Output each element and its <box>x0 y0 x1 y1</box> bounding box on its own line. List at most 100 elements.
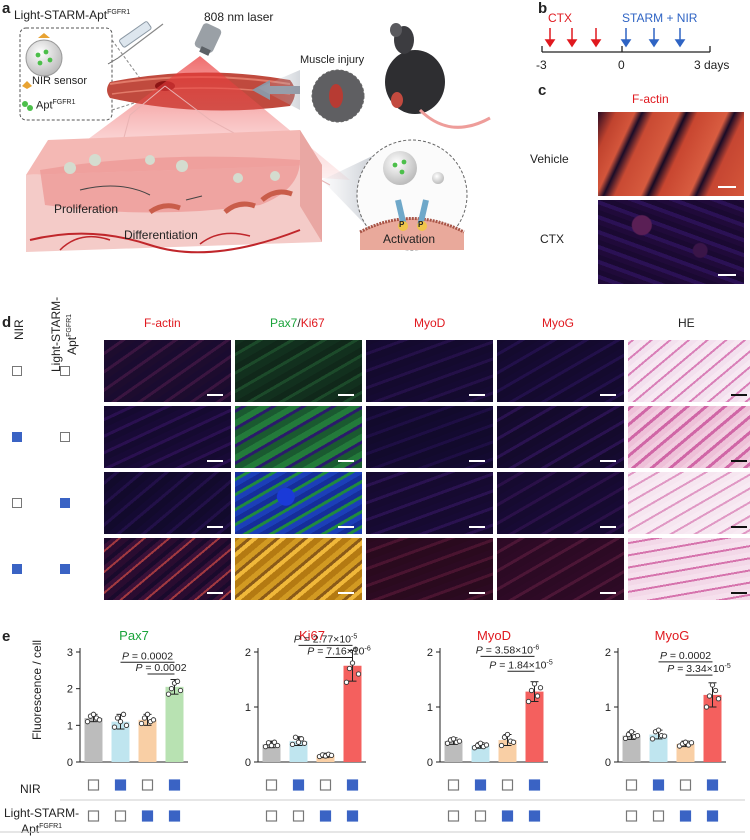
starm-checkbox <box>625 810 638 822</box>
p-value-label: P = 0.0002 <box>122 650 173 662</box>
legend-sensor-text: NIR sensor <box>32 75 88 87</box>
micrograph-myod-row-3 <box>366 472 493 534</box>
data-point <box>703 704 710 710</box>
bar <box>138 719 157 762</box>
starm-checkbox <box>114 810 127 822</box>
panel-c-stain: F-actin <box>632 92 669 106</box>
data-point <box>477 740 484 746</box>
data-point <box>298 736 305 742</box>
bar <box>703 694 722 762</box>
y-tick-label: 1 <box>245 702 251 714</box>
starm-checkbox <box>679 810 692 822</box>
nir-checkbox <box>528 779 541 791</box>
p-value-label: P = 0.0002 <box>660 650 711 662</box>
nir-checkbox <box>679 779 692 791</box>
starm-arrows <box>620 28 686 48</box>
p-value-label: P = 3.58×10-6 <box>476 644 540 656</box>
data-point <box>709 682 716 688</box>
starm-checkbox <box>292 810 305 822</box>
data-point <box>346 665 353 672</box>
bar <box>525 691 544 762</box>
nir-checkbox <box>265 779 278 791</box>
nir-checkbox <box>319 779 332 791</box>
micrograph-he-row-2 <box>628 406 750 468</box>
legend-apt-text: AptFGFR1 <box>36 99 76 112</box>
bar <box>622 735 641 762</box>
bar <box>343 665 362 762</box>
data-point <box>525 698 532 705</box>
scale-bar <box>600 394 616 396</box>
chart-title-4: MyoG <box>655 630 690 643</box>
data-point <box>628 729 635 735</box>
timeline <box>541 28 711 53</box>
micrograph-pax7-ki67-row-4 <box>235 538 362 600</box>
laser-device-icon <box>194 23 222 56</box>
micrograph-he-row-3 <box>628 472 750 534</box>
scale-bar <box>207 592 223 594</box>
starm-checkbox-row-1 <box>60 366 70 376</box>
data-point <box>456 738 463 744</box>
starm-checkbox <box>501 810 514 822</box>
nir-checkbox-row-1 <box>12 366 22 376</box>
data-point <box>634 732 641 739</box>
starm-checkbox <box>319 810 332 822</box>
data-point <box>531 681 538 687</box>
row-starm-label: Light-STARM- AptFGFR1 <box>49 296 79 372</box>
data-point <box>534 693 541 699</box>
y-tick-label: 2 <box>67 684 73 696</box>
data-point <box>498 742 505 749</box>
scale-bar <box>207 526 223 528</box>
scale-bar <box>600 592 616 594</box>
legend-box <box>19 27 113 121</box>
nir-checkbox-row-3 <box>12 498 22 508</box>
phospho-label-1: P <box>399 220 405 229</box>
nir-checkbox <box>292 779 305 791</box>
nir-checkbox <box>87 779 100 791</box>
bar <box>111 721 130 762</box>
mouse-icon <box>385 23 491 129</box>
p-value-label: P = 1.84×10-5 <box>489 659 553 671</box>
syringe-icon <box>107 21 164 65</box>
data-point <box>483 742 490 748</box>
scale-bar <box>338 460 354 462</box>
nir-checkbox <box>652 779 665 791</box>
micrograph-myog-row-2 <box>497 406 624 468</box>
data-point <box>90 711 97 717</box>
vehicle-factin-image <box>598 112 744 196</box>
data-point <box>165 691 172 697</box>
data-point <box>138 720 145 727</box>
nir-checkbox-row-2 <box>12 432 22 442</box>
micrograph-pax7-ki67-row-2 <box>235 406 362 468</box>
scale-bar <box>338 394 354 396</box>
scale-bar <box>207 394 223 396</box>
starm-checkbox <box>706 810 719 822</box>
proliferation-label: Proliferation <box>54 202 119 216</box>
scale-bar <box>338 526 354 528</box>
laser-label: 808 nm laser <box>204 10 274 24</box>
data-point <box>355 671 362 677</box>
nanoparticle-icon <box>25 39 63 77</box>
scale-bar <box>600 460 616 462</box>
col-he-label: HE <box>678 316 695 330</box>
micrograph-myog-row-1 <box>497 340 624 402</box>
y-tick-label: 0 <box>245 757 251 769</box>
data-point <box>177 687 184 694</box>
data-point <box>174 678 181 684</box>
nir-checkbox <box>474 779 487 791</box>
row-nir-label: NIR <box>12 319 26 340</box>
data-point <box>271 739 278 745</box>
data-point <box>688 740 695 746</box>
starm-checkbox <box>265 810 278 822</box>
bar <box>676 743 695 762</box>
differentiation-label: Differentiation <box>124 228 198 242</box>
starm-checkbox <box>474 810 487 822</box>
data-point <box>444 740 451 746</box>
micrograph-factin-row-4 <box>104 538 231 600</box>
timeline-start: -3 <box>536 58 547 72</box>
panel-b-letter: b <box>538 0 548 17</box>
data-point <box>649 736 656 742</box>
data-point <box>268 742 275 749</box>
nir-checkbox <box>501 779 514 791</box>
ctx-label: CTX <box>548 11 572 25</box>
